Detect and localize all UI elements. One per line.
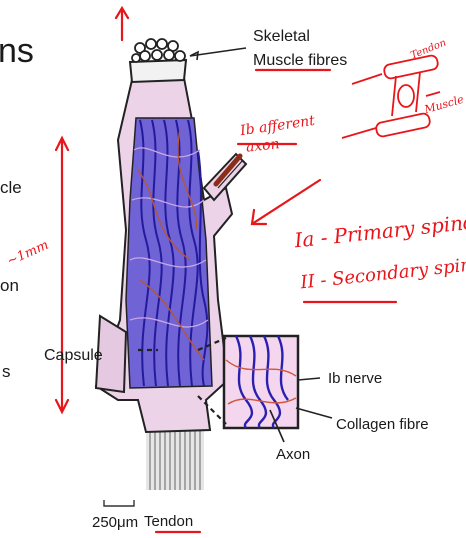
scale-bar (104, 500, 134, 506)
slide-title-fragment: ns (0, 32, 34, 71)
label-collagen-fibre: Collagen fibre (336, 416, 429, 433)
slide-text-fragment-1: cle (0, 178, 22, 198)
slide-text-fragment-2: on (0, 276, 19, 296)
label-axon: Axon (276, 446, 310, 463)
label-scale-bar: 250μm (92, 514, 138, 531)
tendon-fibres (146, 428, 204, 490)
muscle-fibre-bundle (126, 118, 212, 388)
slide-text-fragment-3: s (2, 362, 11, 382)
label-capsule: Capsule (44, 347, 103, 365)
label-tendon: Tendon (144, 513, 193, 530)
inset-muscle-tendon-sketch (342, 55, 440, 138)
skeletal-muscle-fibres-top (130, 39, 186, 82)
label-muscle-fibres: Muscle fibres (253, 52, 347, 70)
label-skeletal: Skeletal (253, 28, 310, 46)
inset-magnification (224, 336, 298, 428)
label-ib-nerve: Ib nerve (328, 370, 382, 387)
